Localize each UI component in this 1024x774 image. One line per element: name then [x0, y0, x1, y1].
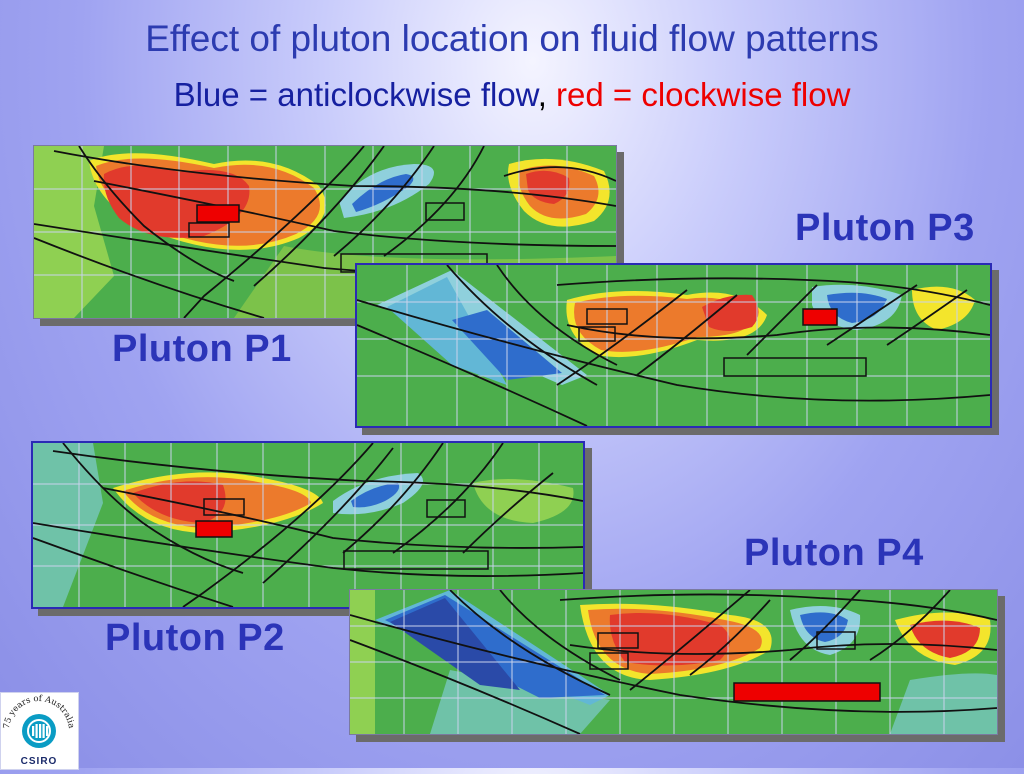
- label-pluton-p3: Pluton P3: [795, 207, 975, 249]
- slide-title: Effect of pluton location on fluid flow …: [145, 18, 879, 59]
- label-pluton-p4: Pluton P4: [744, 532, 924, 574]
- svg-text:CSIRO: CSIRO: [21, 756, 58, 767]
- flow-panel-p4: [349, 589, 998, 735]
- label-pluton-p2: Pluton P2: [105, 617, 285, 659]
- legend-separator: ,: [537, 76, 547, 113]
- flow-map-p1: [34, 146, 616, 318]
- csiro-logo: 75 years of Australian Science CSIRO: [0, 686, 79, 770]
- csiro-seal-icon: 75 years of Australian Science CSIRO: [0, 686, 76, 767]
- label-pluton-p1: Pluton P1: [112, 328, 292, 370]
- flow-panel-p1: [33, 145, 617, 319]
- flow-map-p3: [357, 265, 990, 426]
- flow-panel-p2: [31, 441, 585, 609]
- legend-red-text: red = clockwise flow: [556, 76, 851, 113]
- flow-map-p2: [33, 443, 583, 607]
- slide-subtitle: Blue = anticlockwise flow, red = clockwi…: [0, 76, 1024, 114]
- flow-map-p4: [350, 590, 997, 734]
- flow-panel-p3: [355, 263, 992, 428]
- legend-blue-text: Blue = anticlockwise flow: [173, 76, 538, 113]
